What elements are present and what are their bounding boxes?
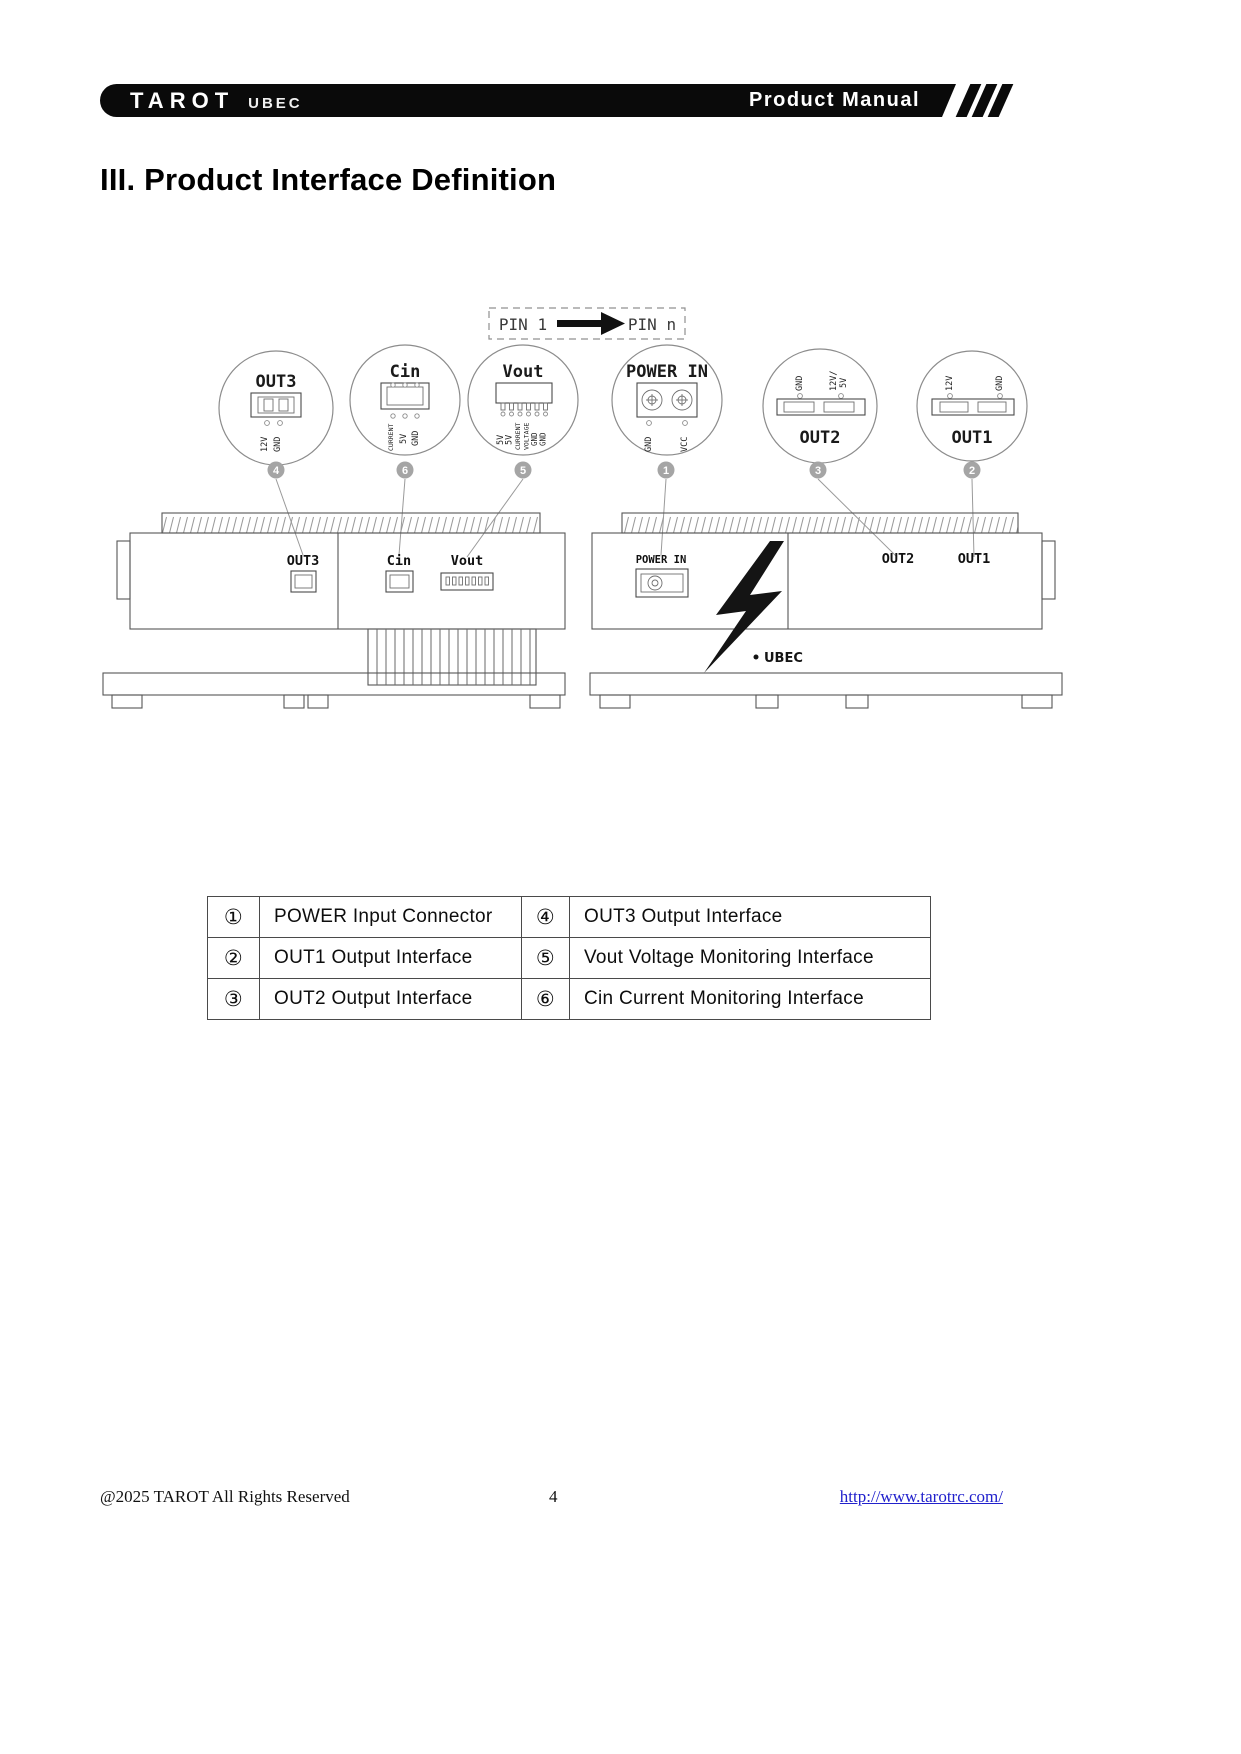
power-in-pin-gnd: GND — [644, 437, 654, 452]
brand-logo: TAROT — [130, 87, 235, 113]
interface-label: Cin Current Monitoring Interface — [569, 978, 931, 1020]
badge-2: 2 — [969, 465, 975, 477]
pin-end-label: PIN n — [628, 315, 676, 334]
vout-pin-current: CURRENT — [514, 423, 522, 450]
row-index-3: ③ — [207, 978, 260, 1020]
out3-pin-12v: 12V — [260, 437, 270, 452]
badge-5: 5 — [520, 465, 526, 477]
device-left-label-out3: OUT3 — [287, 553, 320, 569]
cin-pin-current: CURRENT — [387, 424, 395, 451]
callout-power-in: POWER IN GND VCC 1 — [611, 344, 723, 479]
callout-vout-title: Vout — [503, 362, 544, 382]
device-right-label-power-in: POWER IN — [636, 554, 687, 566]
logo-dot — [753, 654, 759, 660]
device-left-label-cin: Cin — [387, 553, 411, 569]
device-left-drawing: OUT3 Cin Vout — [102, 512, 566, 709]
callout-power-in-title: POWER IN — [626, 362, 708, 382]
callout-out1: 12V GND OUT1 2 — [916, 350, 1028, 479]
arrow-head-icon — [601, 312, 625, 335]
callout-vout: Vout 5V 5V CURRENT VOLTAGE GND GND 5 — [467, 344, 579, 479]
pin-direction-box: PIN 1 PIN n — [488, 307, 686, 340]
callout-cin: Cin CURRENT 5V GND 6 — [349, 344, 461, 479]
page-number: 4 — [549, 1487, 558, 1506]
header-banner: TAROT UBEC Product Manual — [100, 84, 956, 117]
interface-label: OUT3 Output Interface — [569, 896, 931, 938]
row-index-4: ④ — [521, 896, 570, 938]
out3-connector-drawing — [250, 392, 302, 418]
out2-pin-5v: 5V — [839, 378, 849, 388]
interface-diagram: PIN 1 PIN n OUT3 12V GND 4 Cin — [102, 307, 1063, 709]
brand-block: TAROT UBEC — [130, 88, 303, 114]
brand-product-name: UBEC — [248, 94, 303, 112]
callout-out3: OUT3 12V GND 4 — [218, 350, 334, 479]
device-right-label-out2: OUT2 — [882, 551, 915, 567]
out2-pin-12v: 12V/ — [829, 371, 839, 391]
out2-pin-gnd: GND — [795, 376, 805, 391]
out1-pin-12v: 12V — [945, 376, 955, 391]
cin-connector-drawing — [380, 382, 430, 410]
badge-1: 1 — [663, 465, 669, 477]
interface-definition-table: ① POWER Input Connector ④ OUT3 Output In… — [207, 896, 931, 1020]
row-index-2: ② — [207, 937, 260, 979]
out1-pin-gnd: GND — [995, 376, 1005, 391]
page-title: III. Product Interface Definition — [100, 162, 557, 197]
cin-pin-5v: 5V — [399, 434, 409, 444]
arrow-shaft — [557, 320, 601, 327]
pin-start-label: PIN 1 — [499, 315, 547, 334]
badge-4: 4 — [273, 465, 280, 477]
interface-label: Vout Voltage Monitoring Interface — [569, 937, 931, 979]
copyright-text: @2025 TAROT All Rights Reserved — [100, 1487, 350, 1506]
table-row: ③ OUT2 Output Interface ⑥ Cin Current Mo… — [207, 978, 931, 1020]
vout-connector-drawing — [495, 382, 553, 411]
row-index-5: ⑤ — [521, 937, 570, 979]
out3-pin-gnd: GND — [273, 437, 283, 452]
row-index-1: ① — [207, 896, 260, 938]
callout-out1-title: OUT1 — [952, 428, 993, 448]
footer-website-link[interactable]: http://www.tarotrc.com/ — [839, 1487, 1003, 1506]
vout-pin-5v-2: 5V — [505, 435, 515, 445]
device-right-drawing: POWER IN UBEC OUT2 OUT1 — [589, 512, 1063, 709]
power-in-pin-vcc: VCC — [680, 437, 690, 452]
out2-connector-drawing — [776, 398, 866, 416]
document-type-label: Product Manual — [748, 89, 920, 111]
lightning-bolt-logo — [704, 541, 784, 673]
vout-pin-5v-1: 5V — [496, 435, 506, 445]
badge-3: 3 — [815, 465, 821, 477]
table-row: ① POWER Input Connector ④ OUT3 Output In… — [207, 896, 931, 938]
badge-6: 6 — [402, 465, 408, 477]
power-in-connector-drawing — [636, 382, 698, 418]
vout-pin-gnd-1: GND — [530, 432, 539, 446]
interface-label: OUT1 Output Interface — [259, 937, 522, 979]
interface-label: OUT2 Output Interface — [259, 978, 522, 1020]
cin-pin-gnd: GND — [411, 431, 421, 446]
vout-pin-voltage: VOLTAGE — [523, 423, 531, 450]
device-left-label-vout: Vout — [451, 553, 484, 569]
out1-connector-drawing — [931, 398, 1015, 416]
callout-cin-title: Cin — [390, 362, 421, 382]
heatsink-fins — [367, 628, 537, 686]
table-row: ② OUT1 Output Interface ⑤ Vout Voltage M… — [207, 937, 931, 979]
callout-out2-title: OUT2 — [800, 428, 841, 448]
row-index-6: ⑥ — [521, 978, 570, 1020]
callout-out3-title: OUT3 — [256, 372, 297, 392]
callout-out2: GND 12V/ 5V OUT2 3 — [762, 348, 878, 479]
device-right-label-out1: OUT1 — [958, 551, 991, 567]
vout-pin-gnd-2: GND — [539, 432, 548, 446]
device-logo-text: UBEC — [764, 651, 803, 666]
interface-label: POWER Input Connector — [259, 896, 522, 938]
